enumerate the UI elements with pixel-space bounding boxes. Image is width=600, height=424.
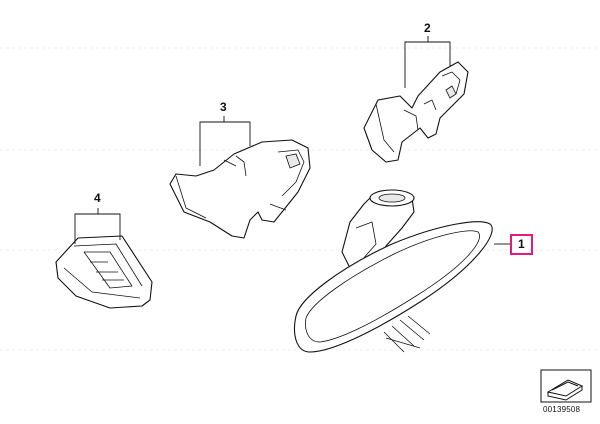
callout-3: 3 [220, 100, 227, 114]
part-4-sensor-cover [55, 235, 153, 309]
callout-2: 2 [424, 21, 431, 35]
callout-1: 1 [510, 234, 533, 255]
watermark-lines [0, 47, 600, 351]
leader-2 [404, 36, 451, 88]
leader-3 [199, 116, 251, 166]
callout-4: 4 [94, 191, 101, 205]
leader-4 [74, 208, 121, 244]
part-1-rearview-mirror [293, 189, 493, 353]
cut-arrow-icon [540, 369, 592, 403]
part-3-middle-cover [169, 139, 311, 239]
part-2-upper-cover [363, 61, 469, 163]
document-number: 00139508 [543, 405, 581, 414]
